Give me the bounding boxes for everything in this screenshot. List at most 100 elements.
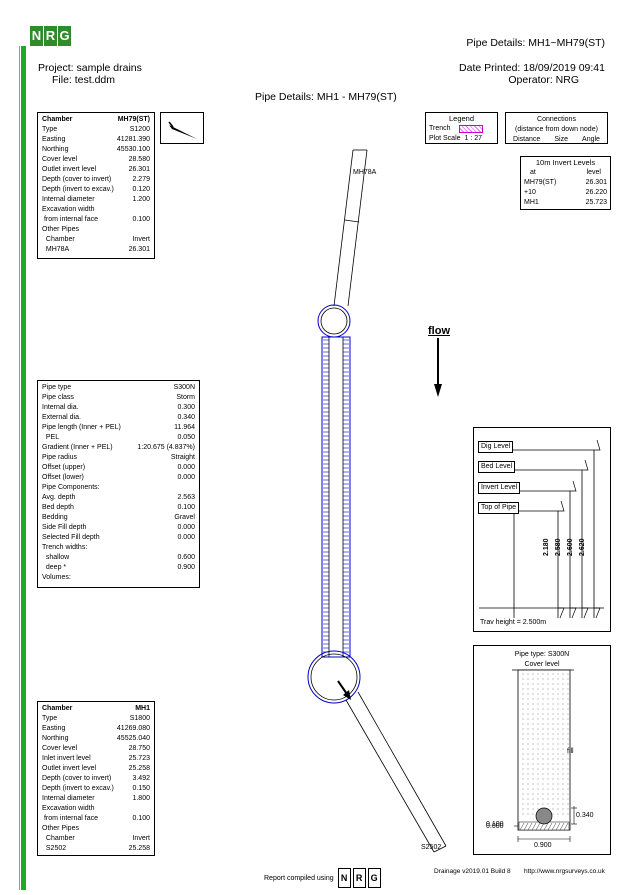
dim-bed-depth: 0.100 bbox=[486, 821, 504, 828]
section-lines bbox=[512, 669, 577, 842]
section-title: Pipe type: S300N bbox=[514, 651, 570, 658]
row-value: 0.000 bbox=[177, 524, 195, 531]
row-key: Chamber bbox=[42, 705, 73, 712]
row-key: Gradient (Inner + PEL) bbox=[42, 444, 113, 451]
row-value: 26.301 bbox=[128, 166, 150, 173]
footer-logo-letter: N bbox=[337, 868, 351, 888]
row-key: Other Pipes bbox=[42, 825, 79, 832]
row-key: Bedding bbox=[42, 514, 68, 521]
table-row: Depth (invert to excav.) 0.120 bbox=[42, 185, 150, 195]
row-key: Outlet invert level bbox=[42, 166, 97, 173]
row-key: Easting bbox=[42, 725, 66, 732]
row-value: 0.300 bbox=[177, 404, 195, 411]
row-key: shallow bbox=[42, 554, 70, 561]
row-value: Invert bbox=[132, 835, 150, 842]
col-angle: Angle bbox=[582, 136, 600, 143]
invert-level: 26.301 bbox=[585, 179, 607, 186]
row-key: Depth (invert to excav.) bbox=[42, 186, 114, 193]
table-row: Depth (cover to invert)3.492 bbox=[42, 774, 150, 784]
file-name: File: test.ddm bbox=[52, 74, 116, 86]
row-value: Gravel bbox=[174, 514, 195, 521]
row-value: 0.100 bbox=[132, 815, 150, 822]
invert-level: 26.220 bbox=[585, 189, 607, 196]
row-key: Cover level bbox=[42, 156, 78, 163]
fill-dots bbox=[522, 673, 569, 815]
table-row: Pipe length (Inner + PEL)11.964 bbox=[42, 423, 195, 433]
row-key: Type bbox=[42, 715, 58, 722]
level-value: 2.600 bbox=[567, 538, 574, 556]
cover-level-label: Cover level bbox=[524, 661, 560, 668]
table-row: Easting 41281.390 bbox=[42, 135, 150, 145]
row-value: 0.120 bbox=[132, 186, 150, 193]
table-row: Easting 41269.080 bbox=[42, 724, 150, 734]
logo-letter: G bbox=[58, 26, 71, 46]
col-size: Size bbox=[554, 136, 568, 143]
row-value: 1.800 bbox=[132, 795, 150, 802]
row-key: from internal face bbox=[42, 815, 99, 822]
margin-line bbox=[19, 46, 20, 890]
footer-url[interactable]: http://www.nrgsurveys.co.uk bbox=[524, 868, 605, 875]
dim-side-fill: 0.000 bbox=[486, 823, 504, 830]
row-value: 0.150 bbox=[132, 785, 150, 792]
row-key: from internal face bbox=[42, 216, 99, 223]
connections-box: Connections (distance from down node) Di… bbox=[505, 112, 608, 144]
row-key: Chamber bbox=[42, 116, 73, 123]
row-key: Chamber bbox=[42, 236, 75, 243]
level-value: 2.180 bbox=[543, 538, 550, 556]
row-key: Pipe type bbox=[42, 384, 72, 391]
row-key: deep * bbox=[42, 564, 67, 571]
row-key: Chamber bbox=[42, 835, 75, 842]
label-s2502: S2502 bbox=[421, 844, 442, 851]
row-key: MH78A bbox=[42, 246, 70, 253]
nrg-logo: N R G bbox=[30, 26, 72, 46]
row-value: 25.258 bbox=[128, 845, 150, 852]
table-row: Chamber Invert bbox=[42, 834, 150, 844]
connections-title: Connections bbox=[537, 116, 576, 123]
pipe-section-diagram: Pipe type: S300N Cover level fill 0.340 … bbox=[473, 645, 611, 855]
plot-scale-label: Plot Scale bbox=[429, 135, 461, 142]
invert-level: 25.723 bbox=[585, 199, 607, 206]
north-arrow-box bbox=[160, 112, 204, 144]
footer-version: Drainage v2019.01 Build 8 bbox=[434, 868, 511, 875]
level-value: 2.620 bbox=[579, 538, 586, 556]
invert-at: +10 bbox=[524, 189, 536, 196]
legend-title: Legend bbox=[448, 114, 475, 123]
row-key: Bed depth bbox=[42, 504, 74, 511]
table-row: Gradient (Inner + PEL)1:20.675 (4.837%) bbox=[42, 443, 195, 453]
row-value: 0.600 bbox=[177, 554, 195, 561]
row-value: 45525.040 bbox=[116, 735, 150, 742]
dim-trench-width: 0.900 bbox=[534, 842, 552, 849]
row-value: 41281.390 bbox=[116, 136, 150, 143]
row-key: Internal diameter bbox=[42, 196, 95, 203]
row-key: Pipe radius bbox=[42, 454, 78, 461]
table-row: External dia.0.340 bbox=[42, 413, 195, 423]
row-key: Easting bbox=[42, 136, 66, 143]
row-key: Offset (lower) bbox=[42, 474, 84, 481]
table-row: Offset (upper)0.000 bbox=[42, 463, 195, 473]
row-value: 41269.080 bbox=[116, 725, 150, 732]
table-row: Bedding Gravel bbox=[42, 513, 195, 523]
row-key: Selected Fill depth bbox=[42, 534, 100, 541]
fill-label: fill bbox=[567, 748, 574, 755]
row-value: Invert bbox=[132, 236, 150, 243]
table-row: Internal dia. 0.300 bbox=[42, 403, 195, 413]
compiled-text: Report compiled using bbox=[264, 874, 334, 882]
row-key: Type bbox=[42, 126, 58, 133]
plot-scale-value: 1 : 27 bbox=[464, 135, 483, 142]
trench-ticks bbox=[323, 339, 349, 653]
row-key: Internal dia. bbox=[42, 404, 79, 411]
row-value: 2.563 bbox=[177, 494, 195, 501]
table-row: Depth (cover to invert)2.279 bbox=[42, 175, 150, 185]
row-value: 0.050 bbox=[177, 434, 195, 441]
